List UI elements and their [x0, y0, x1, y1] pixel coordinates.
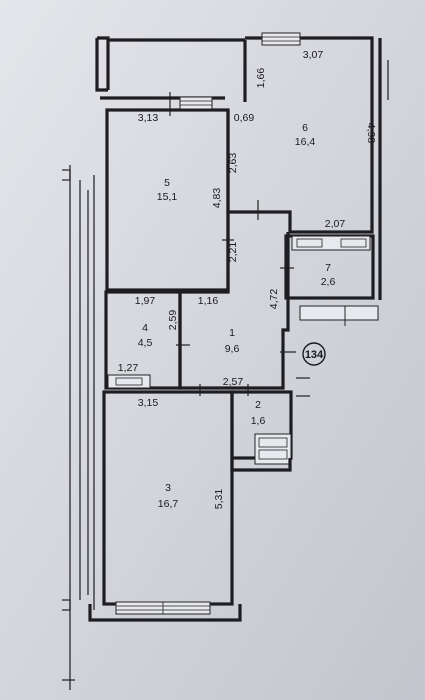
window-room5 [179, 96, 213, 110]
window-room6 [261, 32, 301, 46]
room-4-number: 4 [142, 322, 148, 334]
dim-room7-width: 2,07 [325, 218, 346, 230]
room-7-area: 2,6 [321, 276, 336, 288]
dim-room5-height: 4,83 [211, 188, 223, 209]
radiator-room4 [107, 374, 151, 389]
dim-room4-width: 1,97 [135, 295, 156, 307]
dim-room3-width: 3,15 [138, 397, 159, 409]
room-1-number: 1 [229, 327, 235, 339]
dim-balcony-left: 3,13 [138, 112, 159, 124]
dimension-labels: 3,07 3,13 1,66 0,69 4,98 4,83 2,63 2,07 … [118, 49, 377, 509]
room-1: 1 9,6 [178, 212, 290, 390]
room-5-area: 15,1 [157, 191, 178, 203]
dim-room5-mid: 2,63 [227, 153, 239, 174]
window-room7-lower [299, 305, 379, 326]
dim-balcony-depth: 1,66 [255, 68, 267, 89]
door-marks [169, 92, 310, 397]
room-5-number: 5 [164, 177, 170, 189]
room-5: 5 15,1 [105, 96, 230, 292]
dim-room1-height: 4,72 [268, 289, 280, 310]
room-3-area: 16,7 [158, 498, 179, 510]
building-outline [62, 165, 95, 690]
room-3: 3 16,7 [88, 390, 292, 622]
room-3-number: 3 [165, 482, 171, 494]
room-4: 4 4,5 [104, 290, 182, 390]
dim-room1-width: 1,16 [198, 295, 219, 307]
dim-room6-height: 4,98 [365, 123, 377, 144]
room-2-area: 1,6 [251, 415, 266, 427]
room-2-number: 2 [255, 399, 261, 411]
dim-corridor-height: 2,21 [227, 242, 239, 263]
room-4-area: 4,5 [138, 337, 153, 349]
window-room3 [115, 601, 211, 615]
unit-number-badge: 134 [302, 342, 326, 366]
dim-room4-bottom: 1,27 [118, 362, 139, 374]
unit-number: 134 [305, 349, 324, 361]
dim-room4-height: 2,59 [167, 310, 179, 331]
dim-room3-height: 5,31 [213, 489, 225, 510]
dim-balcony-top: 3,07 [303, 49, 324, 61]
room-6-number: 6 [302, 122, 308, 134]
room-6-area: 16,4 [295, 136, 316, 148]
dim-gap: 0,69 [234, 112, 255, 124]
room-7: 7 2,6 [284, 234, 379, 326]
dim-room2-width: 2,57 [223, 376, 244, 388]
vent-room2 [254, 433, 292, 465]
room-7-number: 7 [325, 262, 331, 274]
window-room7 [291, 235, 371, 251]
room-1-area: 9,6 [225, 343, 240, 355]
